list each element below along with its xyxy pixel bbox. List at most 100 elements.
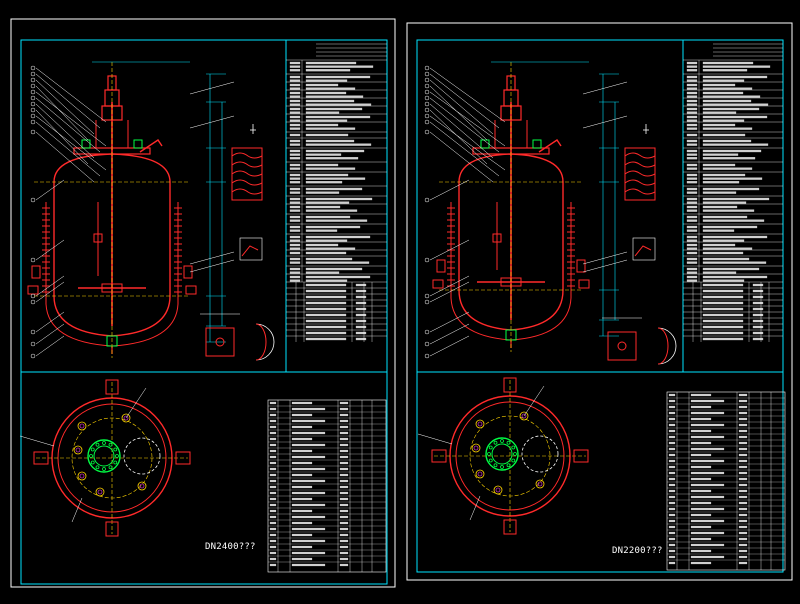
bom-text-stub: [668, 423, 676, 427]
leader-line: [429, 179, 470, 201]
bom-text-stub: [668, 507, 676, 511]
bom-text-stub: [269, 563, 277, 567]
item-balloon: [424, 65, 430, 71]
table-text-stub: [355, 337, 367, 341]
plan-bolt: [108, 442, 113, 447]
support-lug-right: [183, 265, 193, 279]
table-text-stub: [305, 319, 347, 323]
table-text-stub: [686, 127, 698, 130]
table-text-stub: [686, 243, 698, 247]
item-balloon: [424, 71, 430, 77]
table-text-stub: [289, 197, 301, 201]
table-text-stub: [289, 133, 301, 137]
bom-text-stub: [291, 419, 326, 423]
table-text-stub: [289, 219, 301, 222]
bom-text-stub: [668, 513, 676, 517]
item-balloon: [30, 197, 36, 203]
plan-nozzle: [493, 485, 503, 495]
table-text-stub: [702, 307, 744, 311]
bom-text-stub: [339, 449, 349, 453]
leader-line: [189, 115, 235, 129]
table-text-stub: [355, 283, 367, 287]
table-text-stub: [305, 107, 363, 111]
top-nozzle: [133, 139, 143, 149]
table-text-stub: [355, 289, 367, 293]
item-balloon: [424, 129, 430, 135]
reactor-drawing-left: [10, 18, 396, 588]
table-text-stub: [702, 127, 753, 130]
table-text-stub: [289, 257, 301, 261]
table-text-stub: [305, 65, 374, 68]
bom-text-stub: [690, 561, 712, 565]
detail-weld: [241, 245, 259, 257]
bom-text-stub: [738, 411, 748, 415]
table-text-stub: [702, 283, 744, 287]
detail-views: [200, 124, 275, 361]
table-text-stub: [702, 163, 736, 167]
leader-line: [35, 109, 89, 165]
table-text-stub: [305, 79, 348, 82]
bom-text-stub: [738, 459, 748, 463]
item-balloon: [30, 65, 36, 71]
table-text-stub: [289, 163, 301, 167]
table-text-stub: [289, 61, 301, 65]
bom-text-stub: [738, 465, 748, 469]
bom-text-stub: [668, 441, 676, 445]
bom-text-stub: [690, 519, 725, 523]
table-text-stub: [702, 219, 765, 222]
bom-text-stub: [291, 425, 313, 429]
plan-bolt: [102, 441, 106, 445]
item-balloon: [424, 353, 430, 359]
plan-bolt: [487, 452, 491, 456]
bom-text-stub: [339, 467, 349, 471]
item-balloon: [30, 257, 36, 263]
table-text-stub: [305, 283, 347, 287]
table-text-stub: [305, 163, 339, 167]
table-text-stub: [686, 257, 698, 261]
bom-text-stub: [339, 545, 349, 549]
bom-text-stub: [690, 555, 725, 559]
plan-bolt: [488, 458, 493, 463]
plan-bolt: [95, 465, 100, 470]
support-lug-left: [436, 259, 446, 273]
bom-text-stub: [738, 549, 748, 553]
table-text-stub: [305, 275, 371, 279]
spec-table: [683, 43, 783, 342]
item-balloon: [424, 95, 430, 101]
table-text-stub: [686, 153, 698, 156]
bom-text-stub: [738, 471, 748, 475]
plan-lug: [105, 379, 119, 395]
bom-text-stub: [668, 519, 676, 523]
plan-bolt: [506, 440, 511, 445]
bom-text-stub: [291, 473, 313, 477]
flange-hole: [215, 337, 225, 347]
bill-of-materials: [267, 399, 387, 573]
detail-coil: [624, 170, 656, 177]
bom-text-stub: [668, 495, 676, 499]
table-text-stub: [289, 83, 301, 87]
bom-text-stub: [291, 527, 326, 531]
table-text-stub: [305, 61, 357, 65]
table-text-stub: [305, 307, 347, 311]
table-text-stub: [702, 167, 753, 170]
leader-line: [35, 103, 95, 159]
bom-text-stub: [339, 419, 349, 423]
bom-text-stub: [339, 437, 349, 441]
leader-line: [429, 109, 488, 165]
table-text-stub: [355, 319, 367, 323]
bom-text-stub: [291, 449, 313, 453]
item-balloon: [30, 119, 36, 125]
bom-text-stub: [690, 507, 725, 511]
bom-text-stub: [269, 473, 277, 477]
plan-lug: [503, 377, 517, 393]
table-text-stub: [355, 307, 367, 311]
bom-text-stub: [690, 405, 712, 409]
table-text-stub: [686, 119, 698, 122]
bom-text-stub: [291, 443, 326, 447]
bom-text-stub: [668, 459, 676, 463]
flange-section: [607, 331, 637, 361]
table-text-stub: [702, 209, 755, 212]
table-text-stub: [702, 313, 744, 317]
bom-text-stub: [339, 455, 349, 459]
top-nozzle: [532, 139, 542, 149]
